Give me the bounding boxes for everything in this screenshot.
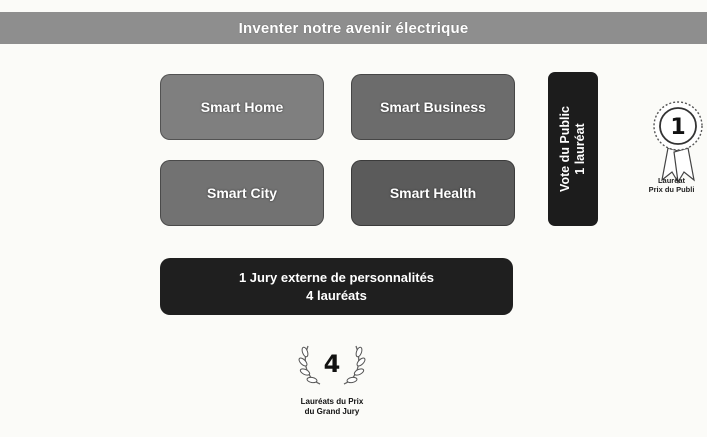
public-vote-line1: Vote du Public bbox=[558, 106, 573, 192]
jury-line2: 4 lauréats bbox=[306, 287, 367, 303]
title-banner: Inventer notre avenir électrique bbox=[0, 12, 707, 44]
public-vote-text: Vote du Public 1 lauréat bbox=[558, 106, 588, 192]
smart-business-label: Smart Business bbox=[380, 99, 486, 115]
smart-health-box: Smart Health bbox=[351, 160, 515, 226]
smart-city-box: Smart City bbox=[160, 160, 324, 226]
rosette-medal-icon: 1 bbox=[653, 101, 703, 184]
jury-badge-number: 4 bbox=[324, 350, 341, 378]
laurel-wreath-icon: 4 bbox=[298, 345, 366, 385]
jury-badge-caption: Lauréats du Prix du Grand Jury bbox=[272, 397, 392, 417]
public-vote-box: Vote du Public 1 lauréat bbox=[548, 72, 598, 226]
public-badge-caption: Lauréat Prix du Publi bbox=[636, 176, 707, 194]
public-badge-number: 1 bbox=[670, 115, 685, 140]
public-badge-caption-line2: Prix du Publi bbox=[648, 185, 695, 194]
smart-health-label: Smart Health bbox=[389, 185, 477, 201]
jury-box: 1 Jury externe de personnalités 4 lauréa… bbox=[160, 258, 513, 315]
smart-home-box: Smart Home bbox=[160, 74, 324, 140]
smart-city-label: Smart City bbox=[206, 185, 278, 201]
public-vote-line2: 1 lauréat bbox=[573, 123, 588, 175]
jury-badge-caption-line2: du Grand Jury bbox=[304, 407, 360, 416]
public-badge-caption-line1: Lauréat bbox=[657, 176, 686, 185]
smart-business-box: Smart Business bbox=[351, 74, 515, 140]
smart-home-label: Smart Home bbox=[200, 99, 284, 115]
jury-line1: 1 Jury externe de personnalités bbox=[238, 269, 435, 285]
page-title: Inventer notre avenir électrique bbox=[238, 19, 469, 37]
jury-badge-caption-line1: Lauréats du Prix bbox=[300, 397, 364, 406]
